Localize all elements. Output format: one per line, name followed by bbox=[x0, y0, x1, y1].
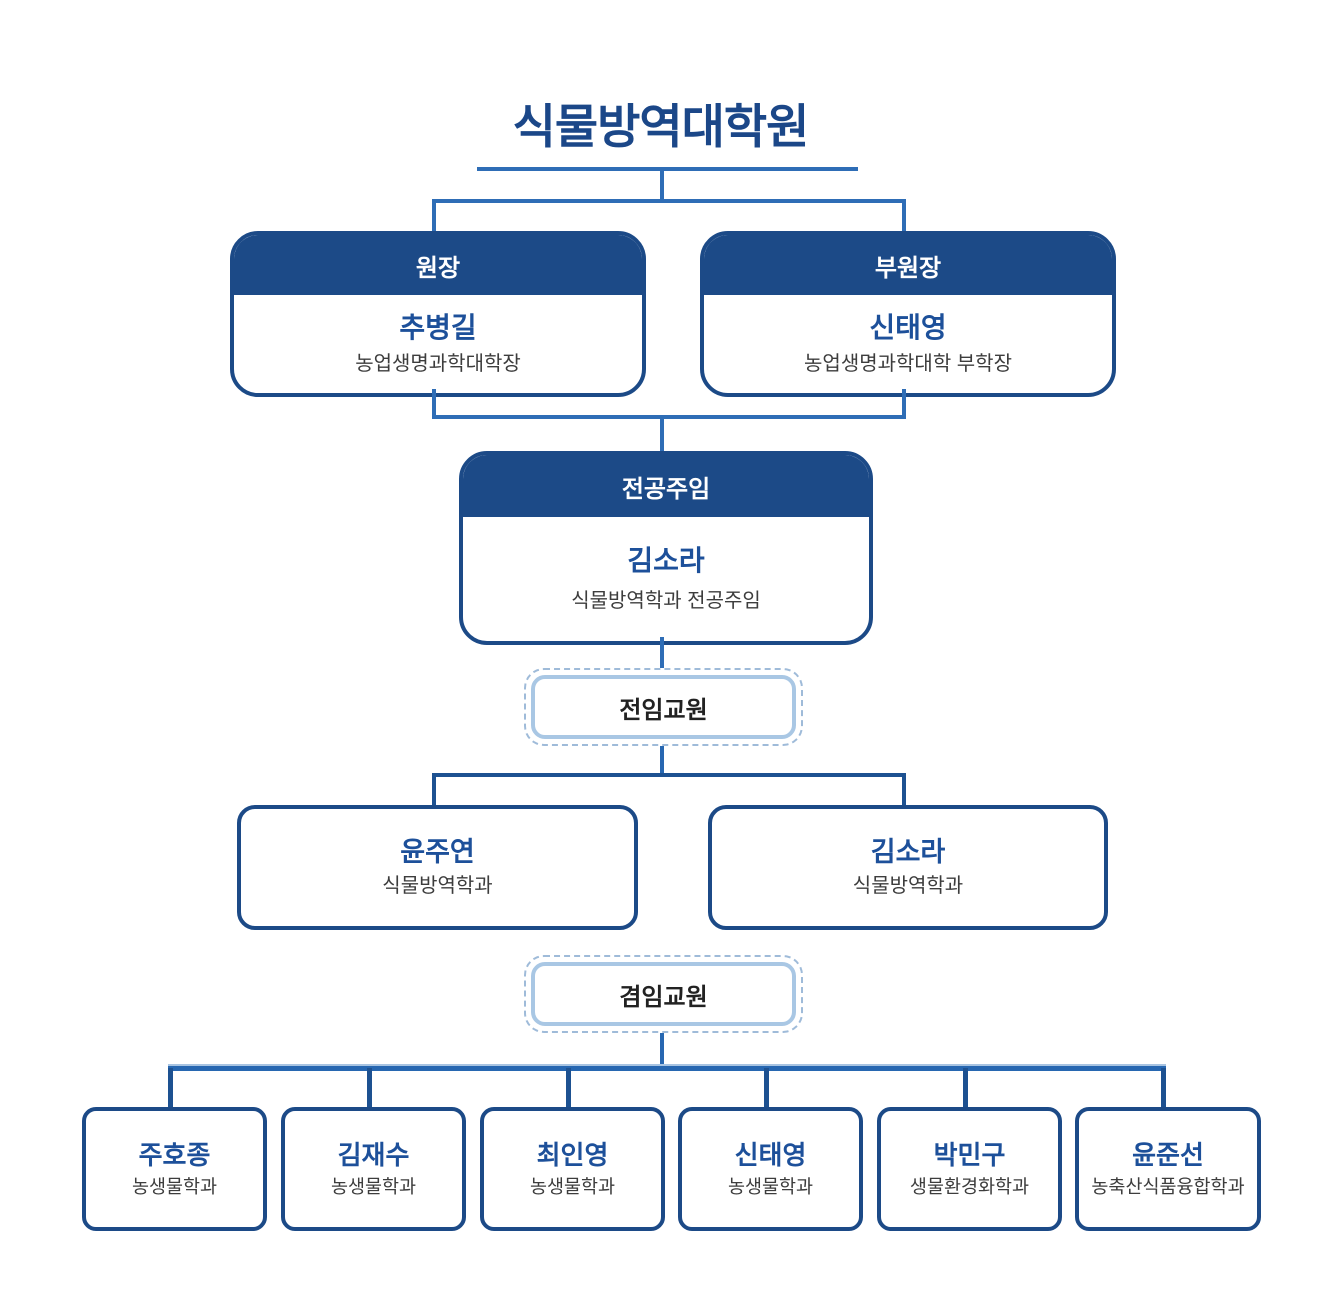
adjunct-3-name: 최인영 bbox=[536, 1140, 609, 1171]
connector-top-bracket-vleft bbox=[432, 199, 436, 233]
adjunct-4-dept: 농생물학과 bbox=[727, 1175, 814, 1197]
full-time-1-name: 윤주연 bbox=[400, 836, 475, 867]
full-time-pill-label: 전임교원 bbox=[531, 675, 796, 739]
connector-mid-vleft bbox=[432, 389, 436, 419]
connector-majorhead-pill bbox=[660, 637, 664, 668]
connector-adjunct-v6 bbox=[1161, 1068, 1166, 1107]
director-dept: 농업생명과학대학장 bbox=[355, 352, 521, 375]
vice-director-role-header: 부원장 bbox=[704, 235, 1112, 295]
connector-pill-adjunct bbox=[660, 1033, 664, 1068]
vice-director-box: 부원장 신태영 농업생명과학대학 부학장 bbox=[700, 231, 1116, 397]
connector-adjunct-v5 bbox=[963, 1068, 968, 1107]
adjunct-1-dept: 농생물학과 bbox=[131, 1175, 218, 1197]
connector-adjunct-v4 bbox=[764, 1068, 769, 1107]
connector-fulltime-vleft bbox=[432, 773, 436, 806]
adjunct-box-6: 윤준선 농축산식품융합학과 bbox=[1075, 1107, 1261, 1231]
connector-title-hline bbox=[477, 167, 858, 171]
adjunct-box-1: 주호종 농생물학과 bbox=[82, 1107, 267, 1231]
adjunct-2-dept: 농생물학과 bbox=[330, 1175, 417, 1197]
major-head-name: 김소라 bbox=[627, 544, 705, 576]
adjunct-6-name: 윤준선 bbox=[1132, 1140, 1204, 1171]
major-head-body: 김소라 식물방역학과 전공주임 bbox=[463, 517, 869, 641]
connector-title-vline bbox=[660, 167, 664, 203]
connector-adjunct-v3 bbox=[566, 1068, 571, 1107]
director-body: 추병길 농업생명과학대학장 bbox=[234, 295, 642, 393]
adjunct-pill: 겸임교원 bbox=[524, 955, 803, 1033]
major-head-dept: 식물방역학과 전공주임 bbox=[571, 590, 761, 613]
adjunct-box-5: 박민구 생물환경화학과 bbox=[877, 1107, 1062, 1231]
adjunct-6-dept: 농축산식품융합학과 bbox=[1091, 1175, 1245, 1197]
full-time-2-name: 김소라 bbox=[870, 836, 946, 867]
adjunct-1-name: 주호종 bbox=[138, 1140, 211, 1171]
director-role-header: 원장 bbox=[234, 235, 642, 295]
adjunct-5-name: 박민구 bbox=[933, 1140, 1006, 1171]
connector-adjunct-distributor bbox=[168, 1064, 1166, 1071]
vice-director-name: 신태영 bbox=[869, 312, 947, 344]
major-head-box: 전공주임 김소라 식물방역학과 전공주임 bbox=[459, 451, 873, 645]
connector-mid-vcenter bbox=[660, 415, 664, 451]
connector-mid-vright bbox=[902, 389, 906, 419]
adjunct-5-dept: 생물환경화학과 bbox=[909, 1175, 1030, 1197]
adjunct-3-dept: 농생물학과 bbox=[529, 1175, 616, 1197]
connector-mid-hline bbox=[432, 415, 906, 419]
connector-adjunct-v1 bbox=[168, 1068, 173, 1107]
major-head-role-header: 전공주임 bbox=[463, 455, 869, 517]
connector-fulltime-vright bbox=[902, 773, 906, 806]
adjunct-box-4: 신태영 농생물학과 bbox=[678, 1107, 863, 1231]
connector-top-bracket-hline bbox=[432, 199, 906, 203]
connector-adjunct-v2 bbox=[367, 1068, 372, 1107]
adjunct-2-name: 김재수 bbox=[337, 1140, 410, 1171]
adjunct-4-name: 신태영 bbox=[734, 1140, 807, 1171]
chart-title: 식물방역대학원 bbox=[512, 100, 810, 153]
director-name: 추병길 bbox=[399, 312, 477, 344]
full-time-2-dept: 식물방역학과 bbox=[852, 875, 964, 898]
full-time-pill: 전임교원 bbox=[524, 668, 803, 746]
vice-director-body: 신태영 농업생명과학대학 부학장 bbox=[704, 295, 1112, 393]
adjunct-pill-label: 겸임교원 bbox=[531, 962, 796, 1026]
vice-director-dept: 농업생명과학대학 부학장 bbox=[804, 352, 1012, 375]
connector-fulltime-hline bbox=[432, 773, 906, 777]
adjunct-box-3: 최인영 농생물학과 bbox=[480, 1107, 665, 1231]
director-box: 원장 추병길 농업생명과학대학장 bbox=[230, 231, 646, 397]
full-time-1-dept: 식물방역학과 bbox=[382, 875, 493, 898]
adjunct-box-2: 김재수 농생물학과 bbox=[281, 1107, 466, 1231]
full-time-box-1: 윤주연 식물방역학과 bbox=[237, 805, 638, 930]
connector-top-bracket-vright bbox=[902, 199, 906, 233]
full-time-box-2: 김소라 식물방역학과 bbox=[708, 805, 1108, 930]
connector-pill-fulltime bbox=[660, 746, 664, 777]
